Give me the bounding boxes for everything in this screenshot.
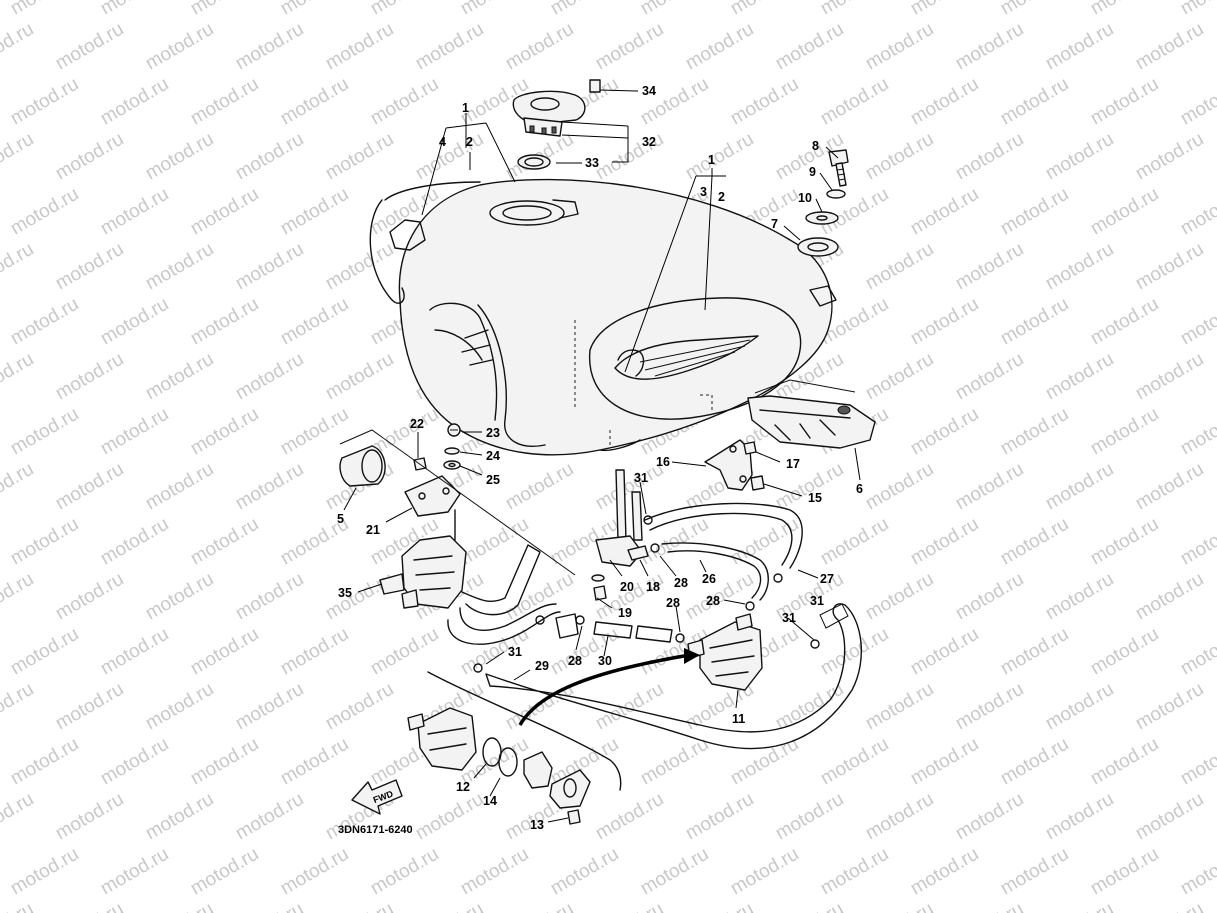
callout-20: 20: [620, 580, 634, 594]
callout-31-bottom: 31: [508, 645, 522, 659]
callout-8: 8: [812, 139, 819, 153]
fuel-pump: [379, 509, 467, 609]
callout-32: 32: [642, 135, 656, 149]
callout-14: 14: [483, 794, 497, 808]
callout-31-far-right: 31: [782, 611, 796, 625]
callout-2-right: 2: [718, 190, 725, 204]
mount-bolt-set: [797, 149, 849, 257]
callout-1-right: 1: [708, 153, 715, 167]
callout-34: 34: [642, 84, 656, 98]
fuel-cap: [512, 79, 601, 170]
callout-21: 21: [366, 523, 380, 537]
diagram-code: 3DN6171-6240: [338, 824, 413, 836]
callout-3: 3: [700, 185, 707, 199]
petcock-mount-hardware: [339, 423, 576, 576]
callout-22: 22: [410, 417, 424, 431]
callout-18: 18: [646, 580, 660, 594]
hose-clamps: [473, 515, 820, 673]
callout-7: 7: [771, 217, 778, 231]
callout-19: 19: [618, 606, 632, 620]
callout-12: 12: [456, 780, 470, 794]
callout-10: 10: [798, 191, 812, 205]
callout-13: 13: [530, 818, 544, 832]
rear-bracket: [747, 379, 876, 449]
callout-33: 33: [585, 156, 599, 170]
callout-26: 26: [702, 572, 716, 586]
callout-28-bottom: 28: [568, 654, 582, 668]
callout-25: 25: [486, 473, 500, 487]
callout-31-top: 31: [634, 471, 648, 485]
callout-31-right: 31: [810, 594, 824, 608]
callout-11: 11: [732, 712, 745, 726]
callout-30: 30: [598, 654, 612, 668]
callout-28-right: 28: [706, 594, 720, 608]
forward-arrow-icon: FWD: [351, 779, 403, 815]
fuel-hoses: [485, 502, 863, 750]
mount-plate: [704, 439, 765, 491]
callout-15: 15: [808, 491, 822, 505]
pump-hose: [447, 544, 579, 645]
callout-5: 5: [337, 512, 344, 526]
fuel-tank: [398, 178, 837, 456]
callout-numbers: 1 2 4 1 3 2 34 32 33 8 9 10 7 22 23 24 2…: [337, 84, 863, 832]
callout-1-left: 1: [462, 101, 469, 115]
fuel-petcock: [591, 469, 649, 601]
callout-28-mid: 28: [666, 596, 680, 610]
callout-9: 9: [809, 165, 816, 179]
callout-35: 35: [338, 586, 352, 600]
callout-24: 24: [486, 449, 500, 463]
callout-23: 23: [486, 426, 500, 440]
callout-4: 4: [439, 135, 446, 149]
leader-lines: [343, 89, 861, 823]
callout-27: 27: [820, 572, 834, 586]
callout-29: 29: [535, 659, 549, 673]
callout-17: 17: [786, 457, 800, 471]
callout-2-left: 2: [466, 135, 473, 149]
inset-subassembly: [407, 648, 700, 825]
fuel-pump-assembly: [687, 613, 763, 691]
callout-28-top: 28: [674, 576, 688, 590]
callout-6: 6: [856, 482, 863, 496]
callout-16: 16: [656, 455, 670, 469]
tank-cover-wire: [369, 181, 546, 447]
